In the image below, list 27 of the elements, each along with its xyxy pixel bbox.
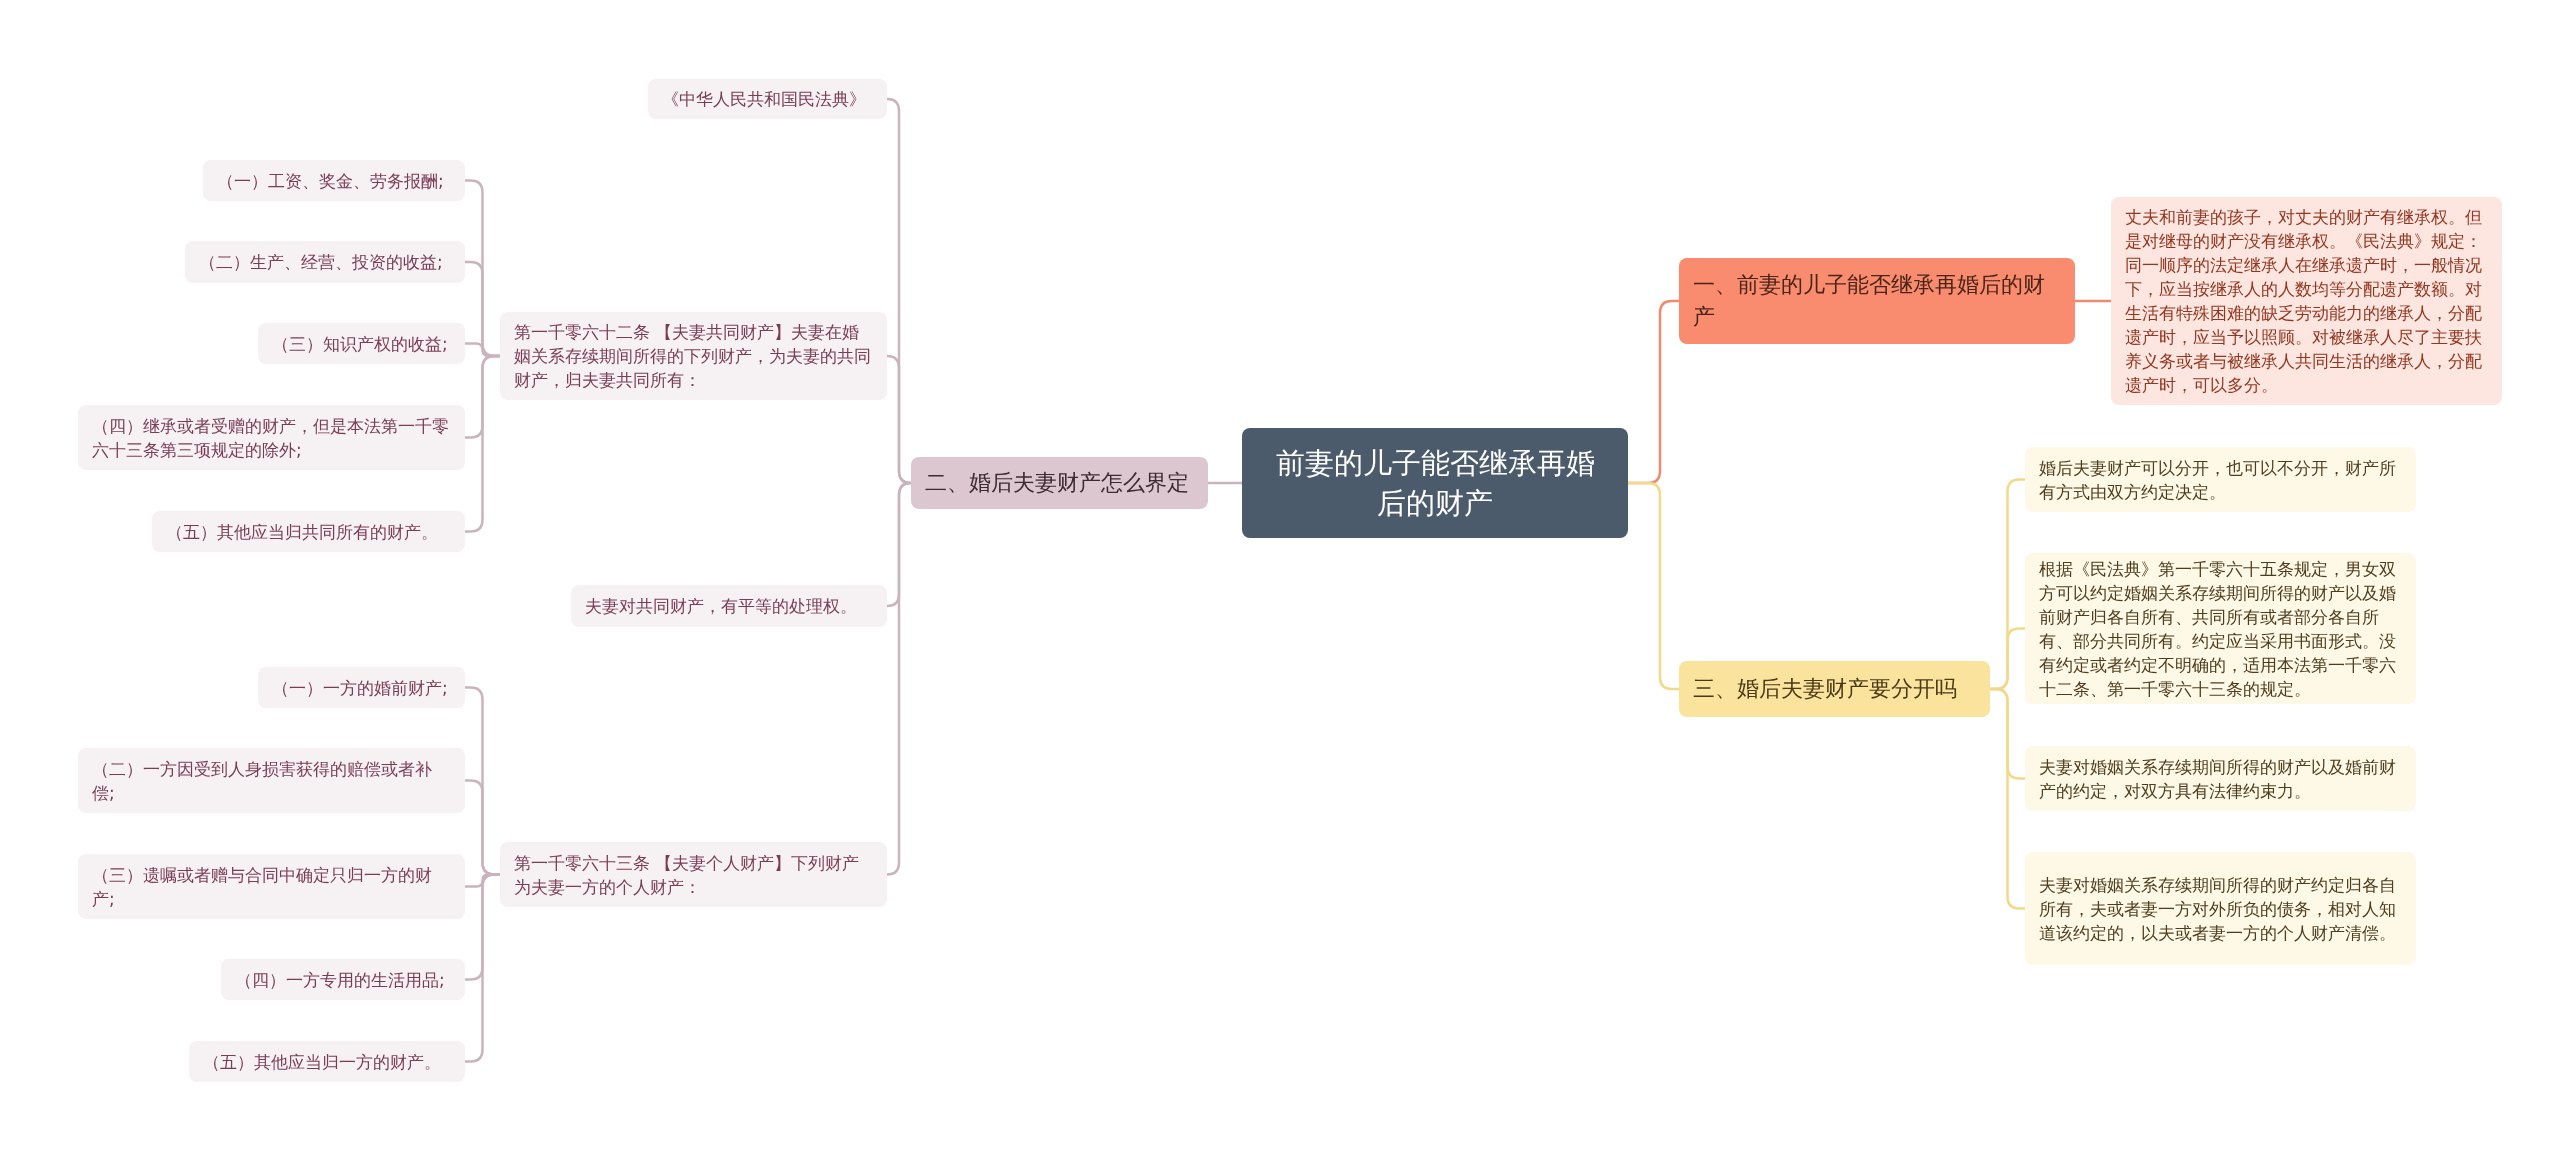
- note-box: 夫妻对共同财产，有平等的处理权。: [571, 585, 887, 627]
- note-box: （四）继承或者受赠的财产，但是本法第一千零六十三条第三项规定的除外;: [78, 405, 465, 470]
- note-box: 根据《民法典》第一千零六十五条规定，男女双方可以约定婚姻关系存续期间所得的财产以及婚前财产归各自所有、共同所有或者部分各自所有、部分共同所有。约定应当采用书面形式。没有约定或者约定不明确的，适用本法第一千零六十二条、第一千零六十三条的规定。: [2025, 553, 2416, 704]
- connector-line: [1208, 481, 1242, 485]
- note-box: （一）工资、奖金、劳务报酬;: [203, 160, 465, 201]
- note-box: （三）遗嘱或者赠与合同中确定只归一方的财产;: [78, 854, 465, 919]
- branch-topic: 二、婚后夫妻财产怎么界定: [911, 457, 1208, 509]
- branch-topic: 三、婚后夫妻财产要分开吗: [1679, 661, 1990, 717]
- note-box: （一）一方的婚前财产;: [258, 667, 465, 708]
- branch-topic: 一、前妻的儿子能否继承再婚后的财产: [1679, 258, 2075, 344]
- note-box: 第一千零六十二条 【夫妻共同财产】夫妻在婚姻关系存续期间所得的下列财产，为夫妻的共同财产，归夫妻共同所有：: [500, 312, 887, 400]
- note-box: （五）其他应当归共同所有的财产。: [152, 511, 465, 552]
- note-box: （四）一方专用的生活用品;: [221, 959, 465, 1000]
- note-box: （五）其他应当归一方的财产。: [189, 1041, 465, 1082]
- note-box: （二）一方因受到人身损害获得的赔偿或者补偿;: [78, 748, 465, 813]
- note-box: （二）生产、经营、投资的收益;: [185, 241, 465, 283]
- note-box: （三）知识产权的收益;: [258, 323, 465, 364]
- note-box: 《中华人民共和国民法典》: [648, 79, 887, 119]
- connector-line: [885, 481, 913, 876]
- central-topic: 前妻的儿子能否继承再婚后的财产: [1242, 428, 1628, 538]
- connector-line: [2075, 299, 2111, 303]
- connector-line: [1628, 481, 1679, 691]
- note-box: 夫妻对婚姻关系存续期间所得的财产以及婚前财产的约定，对双方具有法律约束力。: [2025, 746, 2416, 811]
- note-box: 第一千零六十三条 【夫妻个人财产】下列财产为夫妻一方的个人财产：: [500, 842, 887, 907]
- note-box: 夫妻对婚姻关系存续期间所得的财产约定归各自所有，夫或者妻一方对外所负的债务，相对人知道该约定的，以夫或者妻一方的个人财产清偿。: [2025, 852, 2416, 965]
- note-box: 婚后夫妻财产可以分开，也可以不分开，财产所有方式由双方约定决定。: [2025, 447, 2416, 512]
- note-box: 丈夫和前妻的孩子，对丈夫的财产有继承权。但是对继母的财产没有继承权。《民法典》规定：同一顺序的法定继承人在继承遗产时，一般情况下，应当按继承人的人数均等分配遗产数额。对生活有特殊困难的缺乏劳动能力的继承人，分配遗产时，应当予以照顾。对被继承人尽了主要扶养义务或者与被继承人共同生活的继承人，分配遗产时，可以多分。: [2111, 197, 2502, 405]
